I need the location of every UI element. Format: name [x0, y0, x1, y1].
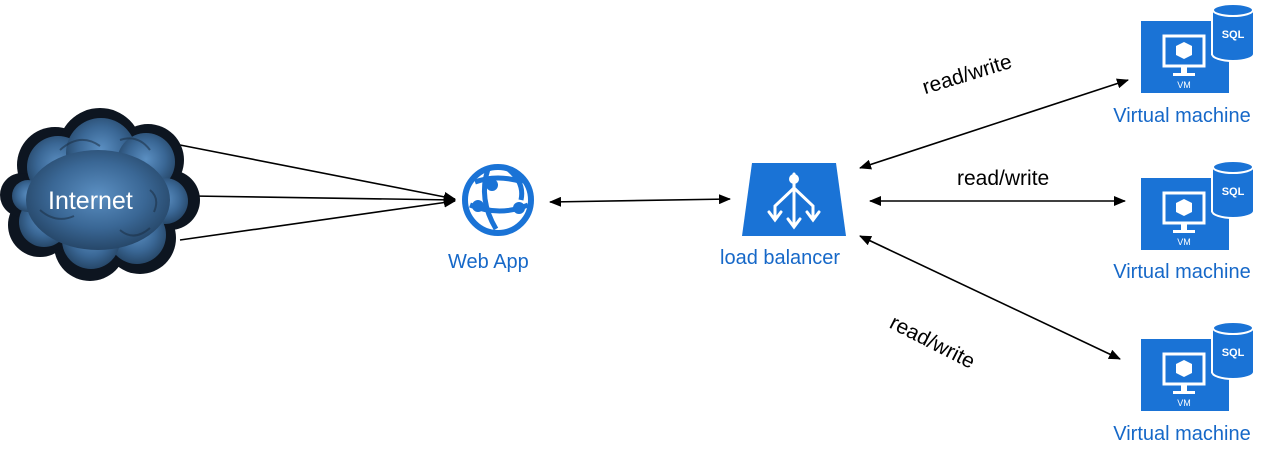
vm-label-1: Virtual machine	[1113, 105, 1251, 127]
load-balancer-icon	[742, 163, 846, 236]
internet-cloud-icon	[0, 108, 200, 281]
vm-screen-text: VM	[1177, 237, 1191, 247]
web-app-icon	[462, 164, 534, 236]
vm-icon-3: VM SQL	[1141, 321, 1255, 411]
edge-label-read-write-2: read/write	[957, 167, 1050, 190]
edges	[179, 78, 1129, 360]
sql-database-icon: SQL	[1211, 2, 1255, 62]
edge-internet-webapp-mid	[191, 194, 456, 205]
vm-icon-2: VM SQL	[1141, 160, 1255, 250]
vm-icon-1: VM SQL	[1141, 2, 1255, 93]
sql-text: SQL	[1222, 29, 1245, 41]
sql-database-icon: SQL	[1211, 321, 1255, 380]
edge-lb-vm-3	[859, 235, 1121, 360]
internet-label: Internet	[48, 187, 133, 215]
load-balancer-label: load balancer	[720, 247, 841, 269]
edge-internet-webapp-bottom	[179, 197, 456, 241]
vm-label-2: Virtual machine	[1113, 261, 1251, 283]
sql-database-icon: SQL	[1211, 160, 1255, 219]
vm-screen-text: VM	[1177, 398, 1191, 408]
sql-text: SQL	[1222, 186, 1245, 198]
vm-screen-text: VM	[1177, 80, 1191, 90]
vm-label-3: Virtual machine	[1113, 423, 1251, 445]
edge-lb-vm-1	[859, 78, 1129, 170]
web-app-label: Web App	[448, 251, 529, 273]
edge-webapp-loadbalancer	[549, 194, 731, 207]
edge-internet-webapp-top	[179, 144, 456, 202]
sql-text: SQL	[1222, 347, 1245, 359]
